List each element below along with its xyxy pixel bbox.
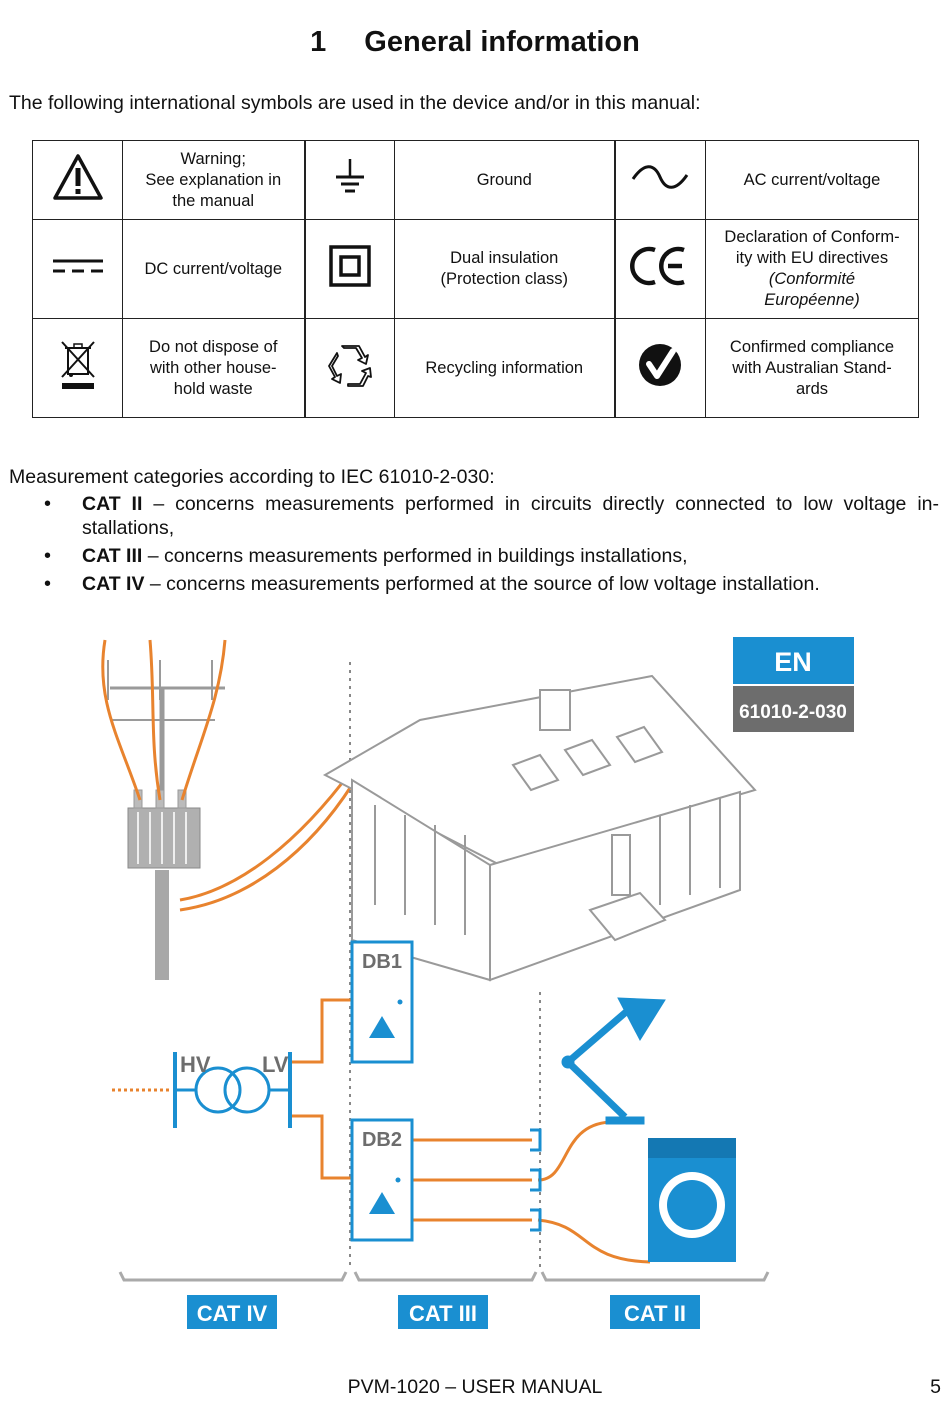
lv-label: LV bbox=[262, 1052, 289, 1077]
washing-machine-illustration bbox=[648, 1138, 736, 1262]
cat-text: – concerns measurements performed in bui… bbox=[142, 545, 688, 567]
intro-text: The following international symbols are … bbox=[9, 92, 701, 114]
list-item: CAT III – concerns measurements performe… bbox=[9, 544, 939, 568]
list-item: CAT II – concerns measurements performed… bbox=[9, 492, 939, 540]
footer-title: PVM-1020 – USER MANUAL bbox=[347, 1376, 603, 1398]
desc-line: Recycling information bbox=[425, 358, 584, 377]
desc-line: the manual bbox=[172, 191, 255, 210]
desc-line: Do not dispose of bbox=[149, 337, 278, 356]
recycling-icon bbox=[327, 345, 372, 387]
desc-line: with other house- bbox=[149, 358, 277, 377]
utility-pole-illustration bbox=[107, 660, 225, 980]
standard-badge: EN 61010-2-030 bbox=[733, 637, 854, 732]
dc-icon bbox=[52, 259, 103, 273]
double-insulation-icon bbox=[329, 245, 371, 287]
symbol-description: Warning; See explanation in the manual bbox=[122, 140, 306, 220]
db1-panel: DB1 bbox=[350, 940, 414, 1064]
desc-line: with Australian Stand- bbox=[732, 358, 892, 377]
warning-icon bbox=[52, 154, 103, 200]
ground-icon bbox=[335, 159, 364, 193]
symbol-cell bbox=[614, 140, 706, 220]
desc-line: (Conformité bbox=[768, 270, 856, 288]
symbol-description: Do not dispose of with other house-hold w… bbox=[122, 318, 306, 418]
categories-intro: Measurement categories according to IEC … bbox=[9, 466, 495, 488]
categories-list: CAT II – concerns measurements performed… bbox=[9, 492, 939, 596]
distribution-wires bbox=[292, 998, 651, 1264]
symbol-cell bbox=[32, 219, 123, 319]
ce-mark-icon bbox=[630, 246, 686, 286]
cat-ii-badge: CAT II bbox=[624, 1301, 686, 1326]
desc-line: DC current/voltage bbox=[144, 259, 283, 278]
symbol-description: Confirmed compliance with Australian Stan… bbox=[705, 318, 919, 418]
desc-line: hold waste bbox=[173, 379, 253, 398]
badge-standard: 61010-2-030 bbox=[739, 702, 847, 723]
db2-label: DB2 bbox=[362, 1129, 402, 1151]
desc-line: Européenne) bbox=[764, 291, 860, 309]
db2-panel: DB2 bbox=[350, 1118, 414, 1242]
cat-iv-badge: CAT IV bbox=[197, 1301, 268, 1326]
list-item: CAT IV – concerns measurements performed… bbox=[9, 572, 939, 596]
desc-line: AC current/voltage bbox=[743, 170, 881, 189]
symbol-cell bbox=[614, 318, 706, 418]
symbols-table: Warning; See explanation in the manual Gro… bbox=[32, 140, 919, 418]
desc-line: Warning; bbox=[180, 149, 246, 168]
desk-lamp-illustration bbox=[561, 997, 666, 1125]
symbol-description: Recycling information bbox=[394, 318, 616, 418]
category-brackets bbox=[118, 1271, 770, 1282]
desc-line: ity with EU directives bbox=[735, 249, 889, 267]
hv-label: HV bbox=[180, 1052, 211, 1077]
symbol-description: Ground bbox=[394, 140, 616, 220]
db1-label: DB1 bbox=[362, 951, 402, 973]
house-illustration bbox=[322, 674, 757, 982]
section-title: General information bbox=[364, 26, 640, 58]
badge-en: EN bbox=[774, 647, 812, 677]
symbol-cell bbox=[32, 140, 123, 220]
section-heading: 1 General information bbox=[0, 26, 950, 59]
symbol-cell bbox=[304, 318, 395, 418]
cat-iii-badge: CAT III bbox=[409, 1301, 477, 1326]
symbol-cell bbox=[304, 140, 395, 220]
desc-line: (Protection class) bbox=[440, 270, 568, 288]
symbol-cell bbox=[614, 219, 706, 319]
transformer-symbol: HV LV bbox=[112, 1052, 292, 1128]
cat-label: CAT IV bbox=[82, 573, 145, 595]
cat-label-badges: CAT IV CAT III CAT II bbox=[187, 1295, 700, 1329]
cat-label: CAT II bbox=[82, 493, 143, 515]
desc-line: Ground bbox=[476, 170, 532, 189]
page-number: 5 bbox=[930, 1376, 941, 1398]
rcm-mark-icon bbox=[639, 344, 682, 386]
section-number: 1 bbox=[310, 26, 327, 58]
symbol-description: Declaration of Conform-ity with EU direc… bbox=[705, 219, 919, 319]
sockets bbox=[530, 1128, 542, 1232]
desc-line: See explanation in bbox=[145, 170, 282, 189]
cat-text: – concerns measurements performed in cir… bbox=[82, 493, 939, 539]
desc-line: Confirmed compliance bbox=[729, 337, 895, 356]
symbol-cell bbox=[32, 318, 123, 418]
symbol-description: DC current/voltage bbox=[122, 219, 306, 319]
measurement-categories: Measurement categories according to IEC … bbox=[9, 466, 939, 600]
measurement-category-diagram: EN 61010-2-030 HV LV DB1 DB2 bbox=[101, 637, 854, 1329]
pole-wires bbox=[101, 639, 354, 912]
weee-bin-icon bbox=[60, 341, 95, 389]
cat-text: – concerns measurements performed at the… bbox=[144, 573, 820, 595]
desc-line: Dual insulation bbox=[450, 249, 559, 267]
symbol-description: Dual insulation (Protection class) bbox=[394, 219, 616, 319]
symbol-description: AC current/voltage bbox=[705, 140, 919, 220]
ac-wave-icon bbox=[632, 165, 689, 189]
desc-line: Declaration of Conform- bbox=[724, 228, 900, 246]
desc-line: ards bbox=[795, 379, 829, 398]
symbol-cell bbox=[304, 219, 395, 319]
cat-label: CAT III bbox=[82, 545, 143, 567]
